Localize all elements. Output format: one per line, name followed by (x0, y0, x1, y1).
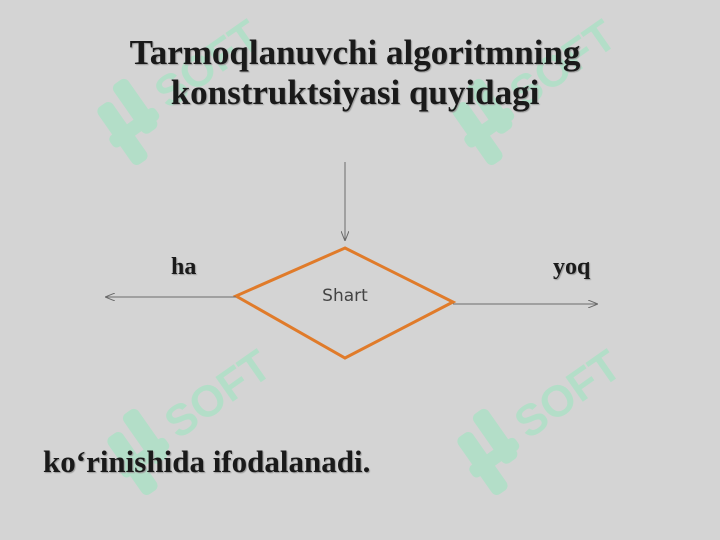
title-line-2: konstruktsiyasi quyidagi (170, 73, 540, 112)
title-line-1: Tarmoqlanuvchi algoritmning (129, 33, 581, 72)
yes-branch-label: ha (171, 254, 197, 280)
condition-label: Shart (322, 286, 368, 306)
footer-text: ko‘rinishida ifodalanadi. (43, 444, 371, 479)
slide-title: Tarmoqlanuvchi algoritmning konstruktsiy… (0, 33, 710, 113)
condition-diamond (232, 246, 457, 360)
no-branch-label: yoq (553, 254, 591, 280)
